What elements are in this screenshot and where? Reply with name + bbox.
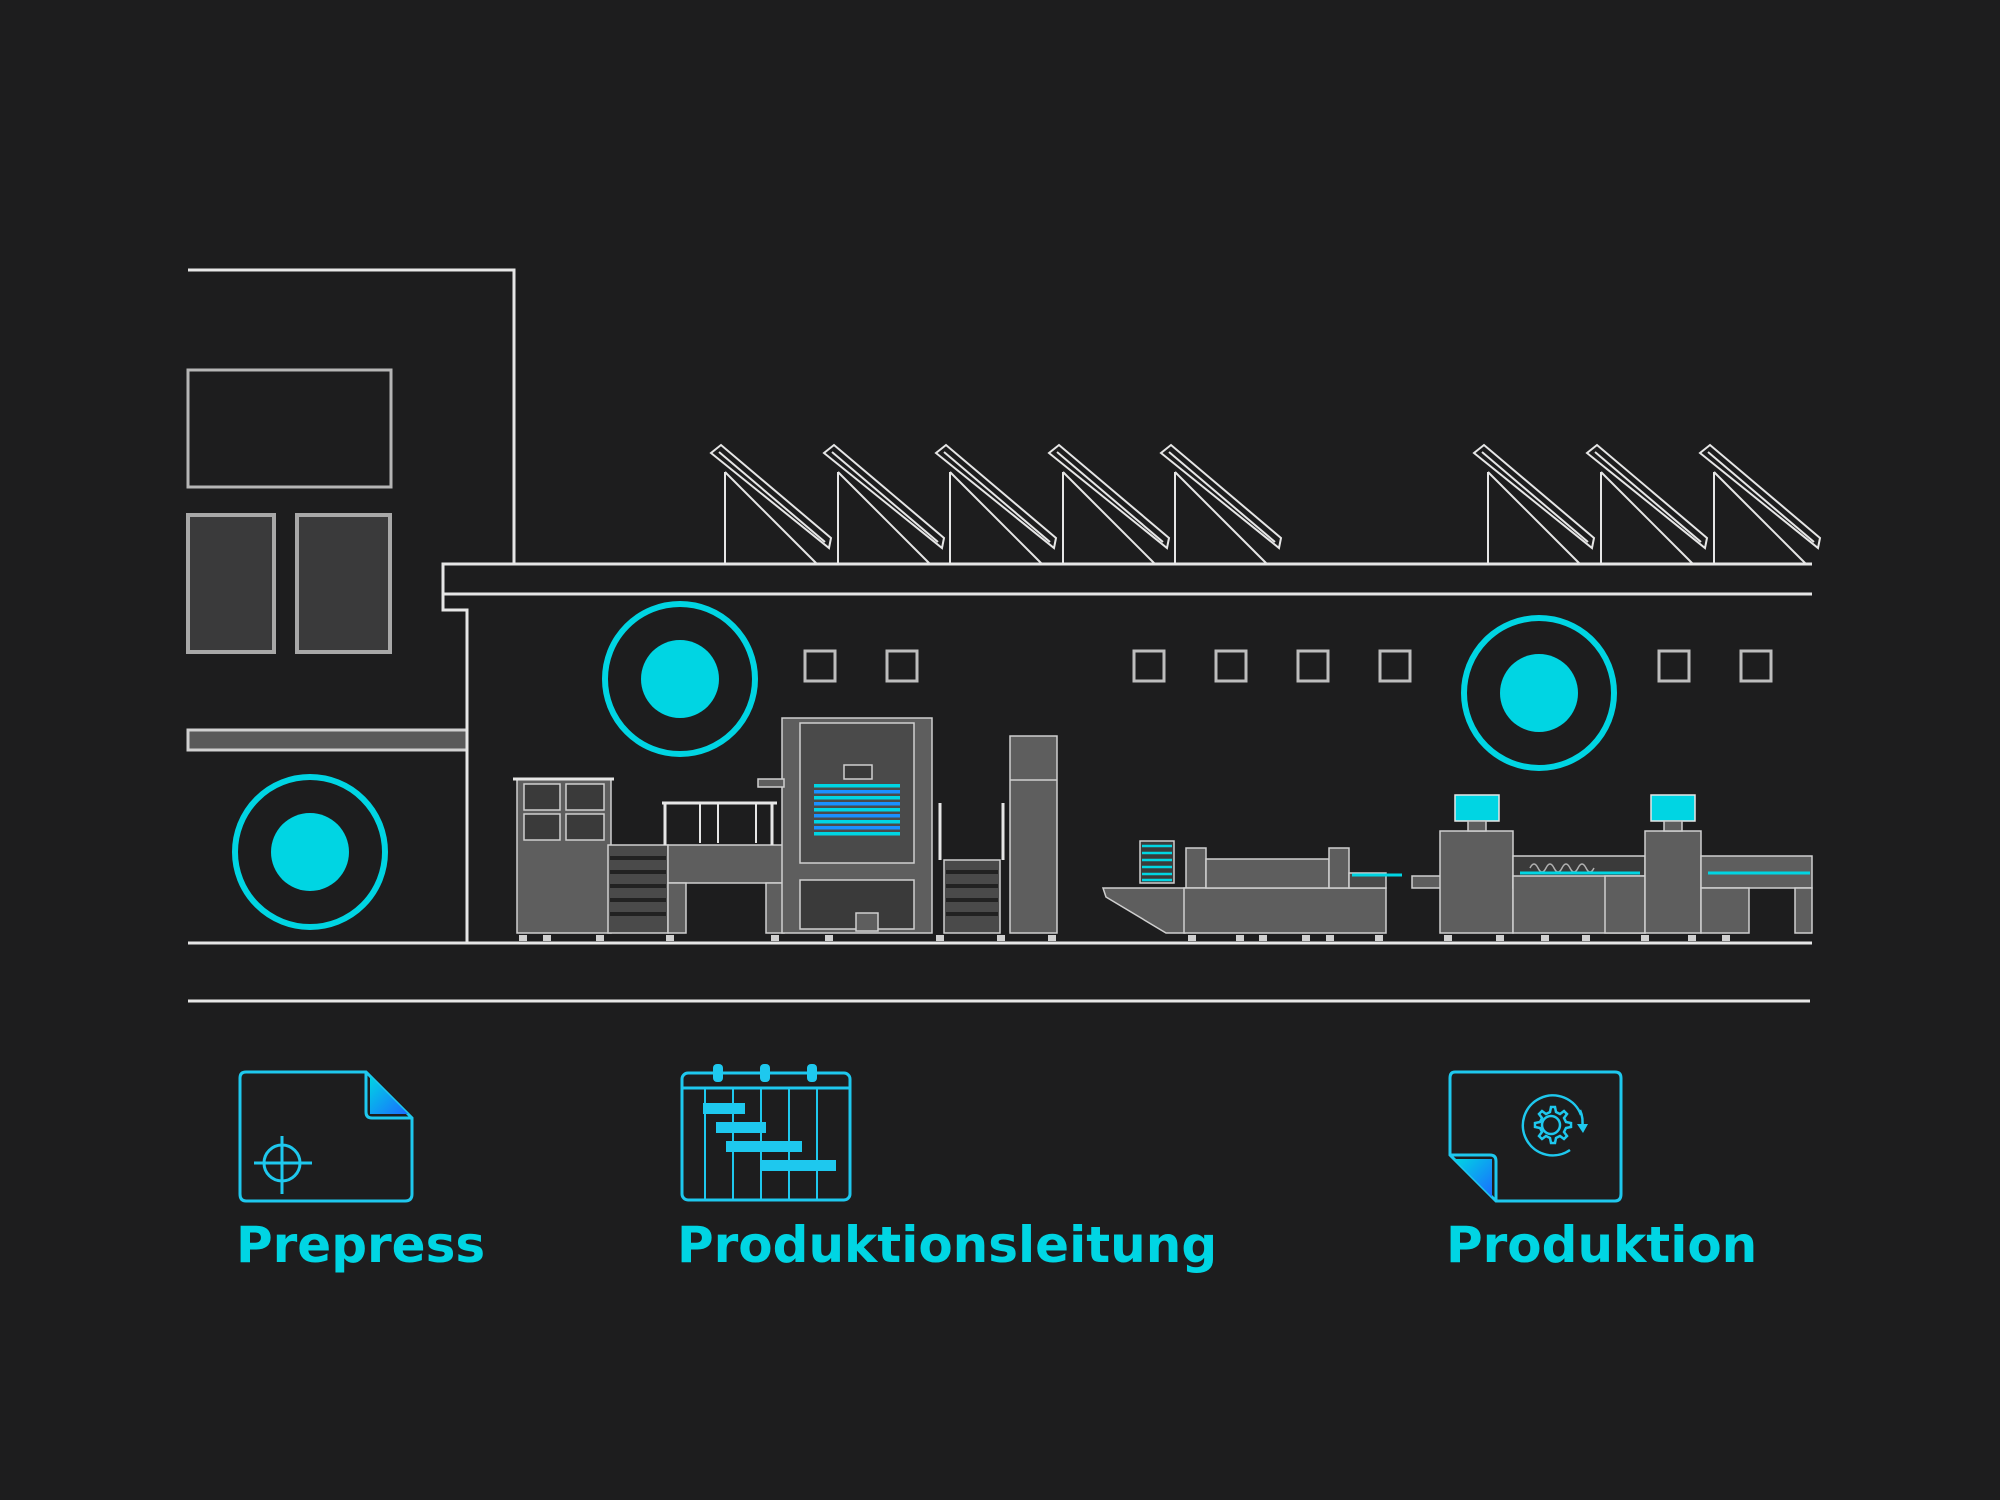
machine-foot (1641, 935, 1649, 941)
produktionsleitung-marker (602, 601, 758, 757)
gear-document-icon (1448, 1070, 1623, 1203)
machine-foot (1496, 935, 1504, 941)
hall-windows (803, 649, 1773, 683)
hall-window (1214, 649, 1248, 683)
machine-foot (1259, 935, 1267, 941)
machine-foot (1688, 935, 1696, 941)
solar-panel (822, 443, 946, 565)
hall-window (1132, 649, 1166, 683)
machine-foot (1188, 935, 1196, 941)
machine-foot (543, 935, 551, 941)
machine-foot (1326, 935, 1334, 941)
machine-foot (1541, 935, 1549, 941)
hall-window (803, 649, 837, 683)
hall-window (1657, 649, 1691, 683)
prepress-marker (232, 774, 388, 930)
produktion-marker (1461, 615, 1617, 771)
solar-panel (1472, 443, 1596, 565)
crosshair-document-icon (238, 1070, 414, 1203)
office-building (186, 268, 516, 752)
machine-foot (825, 935, 833, 941)
machine-feet (519, 935, 1730, 941)
solar-panel (1159, 443, 1283, 565)
produktion-label: Produktion (1446, 1216, 1758, 1274)
location-markers (232, 601, 1617, 930)
gantt-calendar-icon (680, 1064, 852, 1202)
hall-window (1296, 649, 1330, 683)
solar-panel (934, 443, 1058, 565)
machine-foot (1582, 935, 1590, 941)
machine-foot (1722, 935, 1730, 941)
machine-foot (936, 935, 944, 941)
machine-foot (1444, 935, 1452, 941)
machine-foot (1048, 935, 1056, 941)
machine-foot (1375, 935, 1383, 941)
hall-window (885, 649, 919, 683)
solar-panel (1047, 443, 1171, 565)
solar-panel (709, 443, 833, 565)
factory-hall (188, 562, 1812, 1003)
solar-panels (709, 443, 1822, 565)
machine-foot (1302, 935, 1310, 941)
machine-foot (519, 935, 527, 941)
produktionsleitung-label: Produktionsleitung (677, 1216, 1218, 1274)
solar-panel (1585, 443, 1709, 565)
paper-stack (814, 784, 900, 836)
machine-foot (1236, 935, 1244, 941)
hall-window (1739, 649, 1773, 683)
printing-machinery (513, 717, 1813, 934)
hall-window (1378, 649, 1412, 683)
machine-foot (997, 935, 1005, 941)
machine-foot (596, 935, 604, 941)
prepress-label: Prepress (236, 1216, 486, 1274)
solar-panel (1698, 443, 1822, 565)
machine-foot (666, 935, 674, 941)
machine-foot (771, 935, 779, 941)
